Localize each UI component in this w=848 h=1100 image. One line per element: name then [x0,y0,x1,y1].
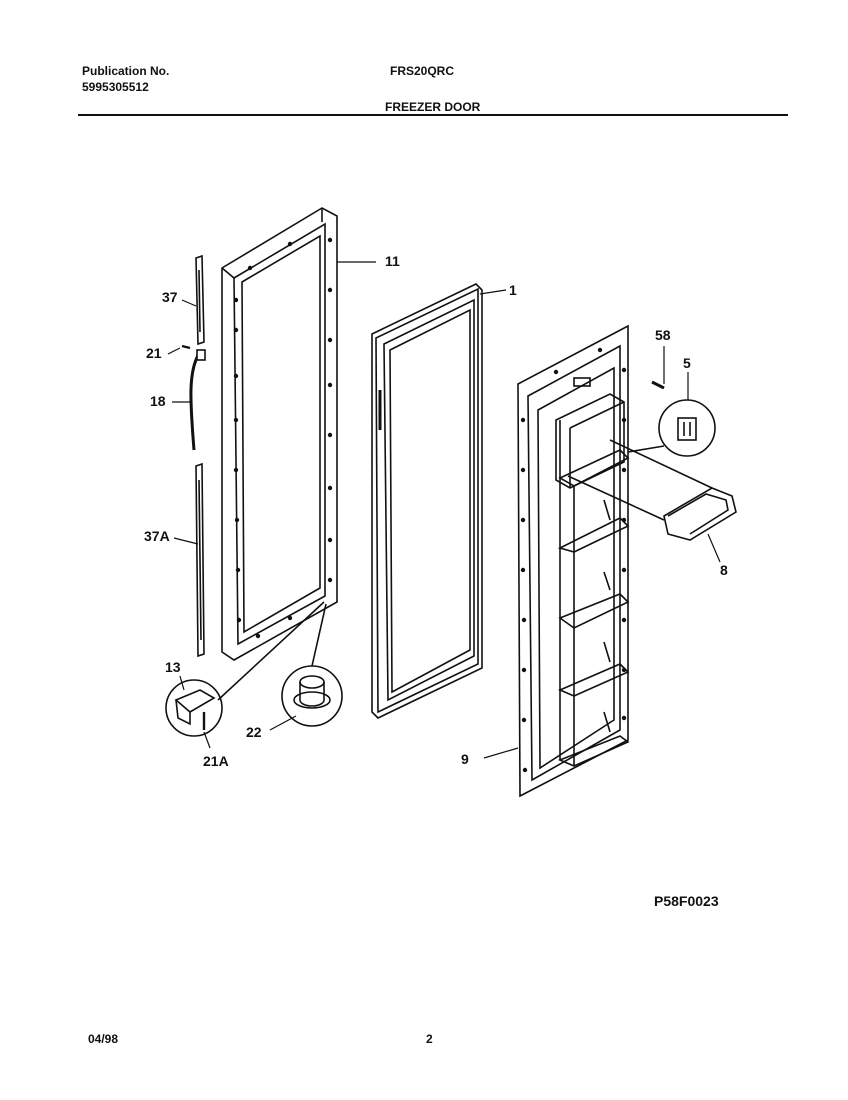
publication-label: Publication No. [82,64,170,78]
callout-label: 18 [150,393,166,409]
callout-label: 21 [146,345,162,361]
shelf-bar-part [663,487,737,541]
section-title: FREEZER DOOR [385,100,481,114]
page-number: 2 [426,1032,433,1046]
callout-label: 37 [162,289,178,305]
callout-label: 13 [165,659,181,675]
model-number: FRS20QRC [390,64,455,78]
trim-strip-part [195,254,205,658]
door-frame-part [221,207,338,661]
callout-label: 9 [461,751,469,767]
callout-label: 1 [509,282,517,298]
callout-label: 37A [144,528,170,544]
door-liner-part [517,324,630,798]
footer-date: 04/98 [88,1032,119,1046]
door-handle-part [189,351,202,451]
callout-label: 8 [720,562,728,578]
callout-label: 58 [655,327,671,343]
header-rule [78,114,788,116]
callout-label: 21A [203,753,229,769]
callout-label: 11 [385,253,400,269]
bushing-inset-circle [281,665,343,727]
callout-label: 5 [683,355,691,371]
figure-code: P58F0023 [654,893,719,909]
callout-label: 22 [246,724,262,740]
publication-number: 5995305512 [82,80,149,94]
door-gasket-part [371,283,483,719]
